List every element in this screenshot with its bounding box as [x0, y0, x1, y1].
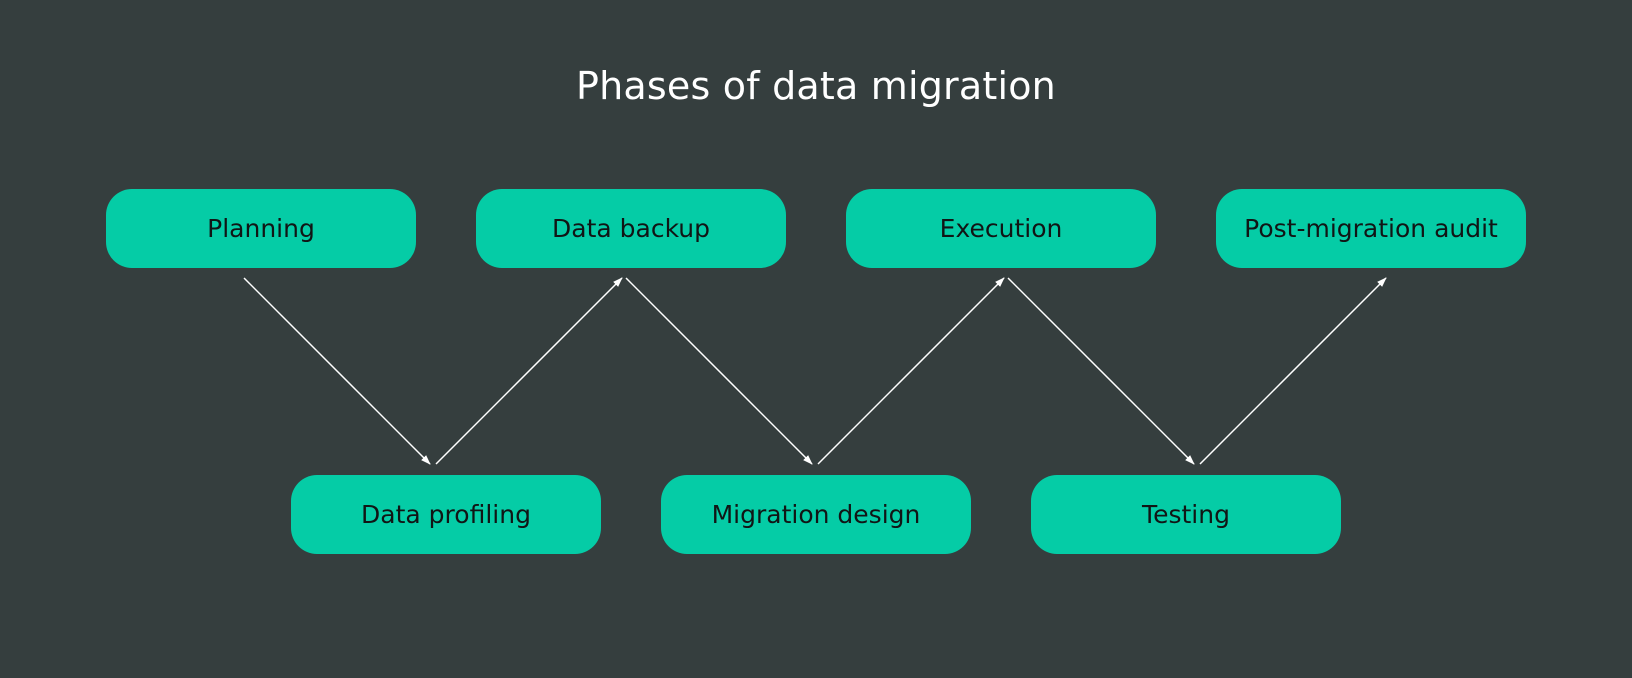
node-testing: Testing [1031, 475, 1341, 554]
node-label-post-migration-audit: Post-migration audit [1244, 214, 1498, 243]
arrow-testing-to-post-migration-audit [1199, 277, 1387, 465]
node-label-testing: Testing [1142, 500, 1230, 529]
node-label-execution: Execution [939, 214, 1063, 243]
node-planning: Planning [106, 189, 416, 268]
arrow-planning-to-data-profiling [243, 277, 431, 465]
arrow-execution-to-testing [1007, 277, 1195, 465]
arrow-migration-design-to-execution [817, 277, 1005, 465]
node-label-data-profiling: Data profiling [361, 500, 531, 529]
node-data-profiling: Data profiling [291, 475, 601, 554]
diagram-title: Phases of data migration [576, 64, 1056, 108]
arrow-data-profiling-to-data-backup [435, 277, 623, 465]
node-label-migration-design: Migration design [711, 500, 921, 529]
node-label-planning: Planning [207, 214, 315, 243]
arrow-data-backup-to-migration-design [625, 277, 813, 465]
node-label-data-backup: Data backup [552, 214, 710, 243]
node-post-migration-audit: Post-migration audit [1216, 189, 1526, 268]
node-execution: Execution [846, 189, 1156, 268]
node-data-backup: Data backup [476, 189, 786, 268]
node-migration-design: Migration design [661, 475, 971, 554]
